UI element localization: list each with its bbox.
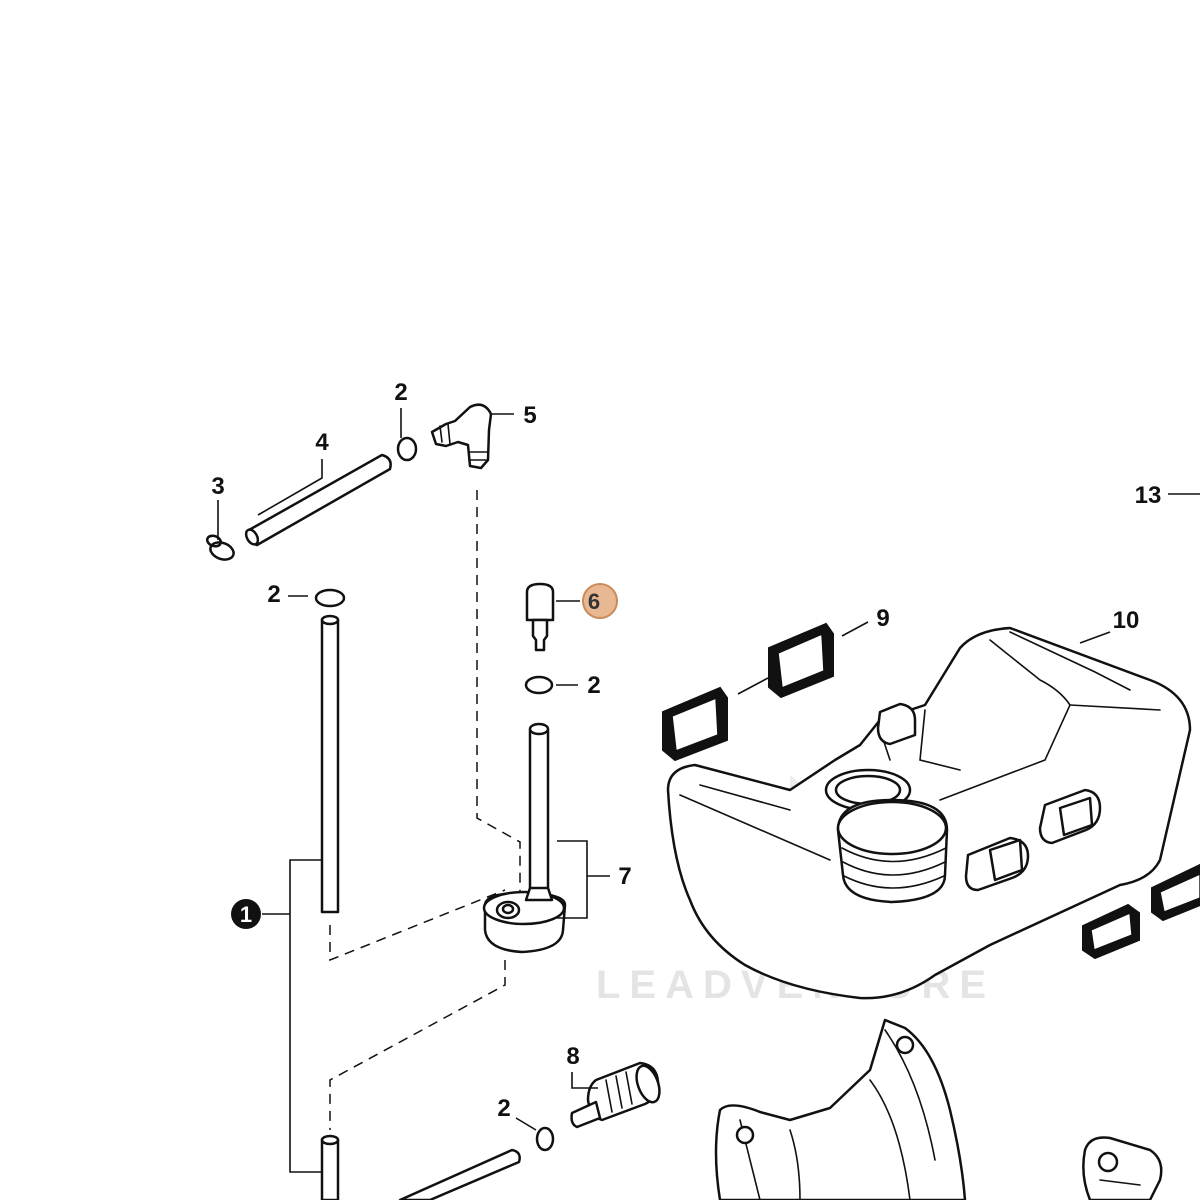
assembly-dash-elbow — [476, 490, 521, 905]
callout-7: 7 — [618, 863, 631, 890]
callout-8: 8 — [566, 1043, 579, 1070]
fuel-hose-part-4[interactable] — [244, 453, 392, 547]
leader-9-link — [737, 677, 769, 695]
o-ring-part-2-middle[interactable] — [524, 675, 554, 695]
leader-8 — [571, 1072, 598, 1089]
callout-2-top: 2 — [394, 379, 407, 406]
vertical-hose-left[interactable] — [320, 614, 340, 914]
grommet-right-b[interactable] — [1151, 863, 1200, 922]
callout-2-middle: 2 — [587, 672, 600, 699]
diagonal-hose-lower[interactable] — [398, 1148, 521, 1200]
vertical-hose-left-lower[interactable] — [320, 1134, 340, 1200]
leader-4 — [257, 459, 323, 516]
lower-housing[interactable] — [714, 1018, 967, 1200]
leader-10 — [1079, 631, 1111, 644]
callout-9: 9 — [876, 605, 889, 632]
assembly-dash-lower — [329, 960, 506, 1130]
fuel-pickup-part-7[interactable] — [482, 722, 567, 954]
hose-clip-part-3[interactable] — [205, 534, 236, 563]
bracket-7 — [557, 840, 610, 919]
fuel-tank-part-10[interactable] — [666, 626, 1192, 1000]
callout-2-left: 2 — [267, 581, 280, 608]
callout-1: 1 — [240, 902, 252, 927]
leader-2d — [515, 1117, 537, 1131]
fitting-part-6[interactable] — [525, 582, 555, 652]
callout-13: 13 — [1135, 482, 1162, 509]
grommet-part-9-b[interactable] — [768, 622, 834, 699]
callout-4: 4 — [315, 429, 329, 456]
o-ring-part-2-top[interactable] — [396, 436, 418, 462]
callout-5: 5 — [523, 402, 536, 429]
callout-1-badge[interactable]: 1 — [231, 899, 261, 929]
elbow-fitting-part-5[interactable] — [430, 403, 493, 470]
callout-6-badge[interactable]: 6 — [582, 583, 618, 619]
grommet-right-a[interactable] — [1082, 903, 1140, 960]
grommet-part-9-a[interactable] — [662, 686, 728, 762]
leader-9 — [841, 621, 869, 637]
o-ring-part-2-bottom[interactable] — [535, 1126, 555, 1152]
o-ring-part-2-left[interactable] — [314, 588, 346, 608]
callout-6: 6 — [588, 589, 600, 614]
assembly-dash-left — [329, 889, 506, 962]
callout-10: 10 — [1113, 607, 1140, 634]
mount-bracket[interactable] — [1082, 1136, 1163, 1200]
callout-3: 3 — [211, 473, 224, 500]
bracket-1 — [262, 859, 322, 1173]
fuel-filter-part-8[interactable] — [570, 1061, 664, 1129]
callout-2-bottom: 2 — [497, 1095, 510, 1122]
